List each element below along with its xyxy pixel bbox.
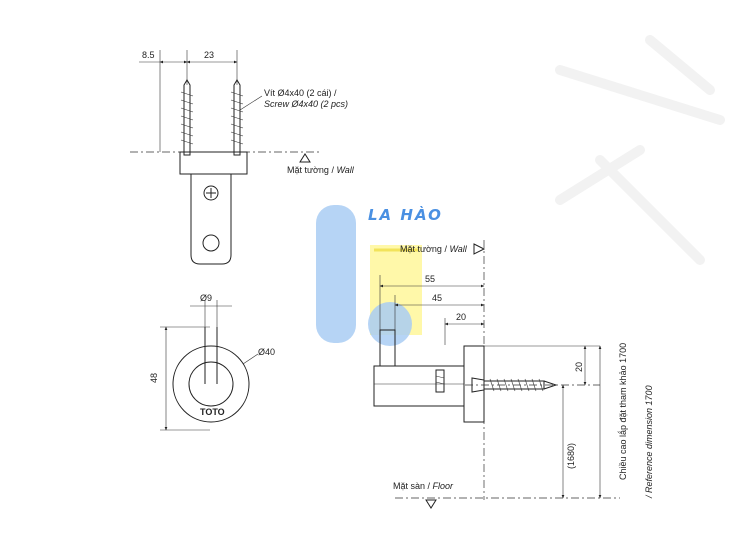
- wall-label-en: Wall: [336, 165, 354, 175]
- hook-body: [373, 365, 465, 407]
- side-view: Mặt tường / Wall 55 45 20: [373, 240, 654, 509]
- dim-width-label: 23: [204, 50, 214, 60]
- dim-1680: (1680): [566, 443, 576, 469]
- floor-marker-icon: [425, 499, 437, 509]
- hook-arm: [190, 174, 232, 265]
- logo-blue-circle: [368, 302, 412, 346]
- set-screw: [435, 369, 445, 393]
- front-view: Ø9 48 Ø40 TOTO: [149, 293, 275, 431]
- floor-label-en: Floor: [433, 481, 455, 491]
- dim-small-diameter: Ø9: [200, 293, 212, 303]
- dim-large-diameter: Ø40: [258, 347, 275, 357]
- wall-label-vi: Mặt tường /: [287, 165, 336, 175]
- screw-label-en: Screw Ø4x40 (2 pcs): [264, 99, 348, 109]
- screw-right: [230, 79, 244, 156]
- dim-left-label: 8.5: [142, 50, 155, 60]
- dim-55: 55: [425, 274, 435, 284]
- brand-mark: TOTO: [200, 407, 225, 417]
- outer-flange: [172, 345, 250, 423]
- wall-marker-icon: [299, 153, 311, 163]
- base-plate: [179, 151, 248, 175]
- dim-height-label: 48: [149, 373, 159, 383]
- dim-20-vertical: 20: [574, 362, 584, 372]
- side-wall-label: Mặt tường / Wall: [400, 244, 468, 254]
- side-wall-marker-icon: [473, 243, 486, 255]
- dim-20-horizontal: 20: [456, 312, 466, 322]
- watermark-logo: LA HÀO: [316, 205, 443, 346]
- screw-hole-icon: [203, 185, 219, 201]
- brand-text: LA HÀO: [368, 205, 443, 224]
- background-watermark: [555, 35, 725, 265]
- screw-label-vi: Vít Ø4x40 (2 cái) /: [264, 88, 337, 98]
- side-wall-label-vi: Mặt tường /: [400, 244, 449, 254]
- reference-label-vi: Chiều cao lắp đặt tham khảo 1700: [618, 343, 628, 480]
- side-wall-label-en: Wall: [449, 244, 467, 254]
- reference-label-en: / Reference dimension 1700: [644, 385, 654, 499]
- screw-left: [180, 79, 194, 156]
- lower-hole: [202, 234, 220, 252]
- wall-label: Mặt tường / Wall: [287, 165, 355, 175]
- top-view: 8.5 23 Vít Ø4x40 (2 cái) / Screw Ø4x40 (…: [130, 50, 355, 265]
- logo-blue-bar: [316, 205, 356, 343]
- dim-45: 45: [432, 293, 442, 303]
- floor-label: Mặt sàn / Floor: [393, 481, 454, 491]
- wall-flange: [463, 345, 485, 423]
- floor-label-vi: Mặt sàn /: [393, 481, 433, 491]
- inner-ring: [188, 361, 234, 407]
